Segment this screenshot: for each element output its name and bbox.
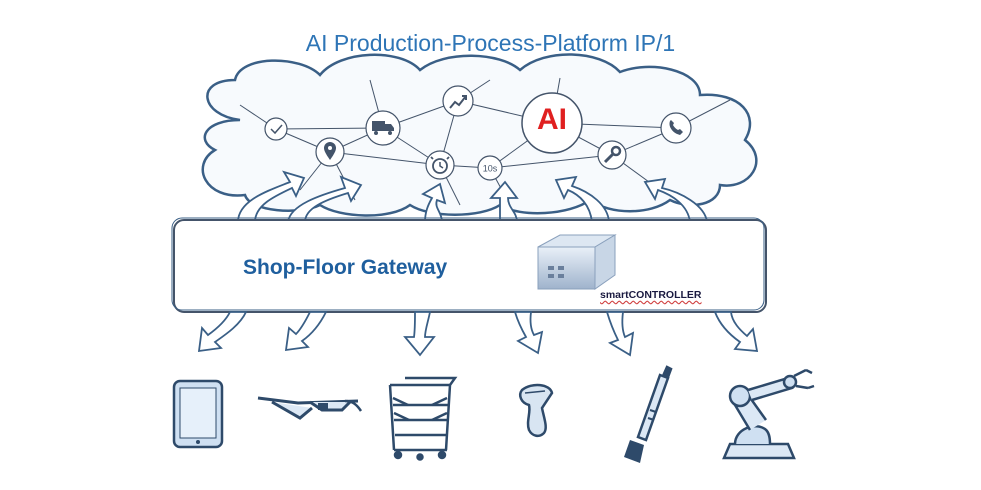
timer-label: 10s (483, 164, 498, 174)
timer-icon: 10s (477, 155, 503, 181)
tablet-icon (172, 379, 224, 449)
alarm-clock-icon (425, 150, 455, 180)
gateway-title: Shop-Floor Gateway (243, 256, 448, 279)
chart-trend-icon (442, 85, 474, 117)
smartcontroller-device (537, 234, 617, 290)
phone-icon (660, 112, 692, 144)
shop-floor-gateway-box (171, 217, 767, 313)
truck-icon (365, 110, 401, 146)
smartcontroller-label: smartCONTROLLER (600, 289, 702, 301)
ai-node (521, 92, 583, 154)
wrench-icon (597, 140, 627, 170)
downward-arrows (197, 311, 759, 357)
barcode-scanner-icon (519, 383, 554, 438)
location-pin-icon (315, 137, 345, 167)
robot-arm-icon (722, 368, 815, 460)
screwdriver-tool-icon (624, 365, 673, 463)
ai-label: AI (537, 103, 567, 136)
smart-glasses-icon (257, 396, 363, 420)
upward-arrows (237, 170, 709, 223)
check-icon (264, 117, 288, 141)
page-title: AI Production-Process-Platform IP/1 (305, 30, 676, 56)
rack-cart-icon (388, 376, 458, 461)
